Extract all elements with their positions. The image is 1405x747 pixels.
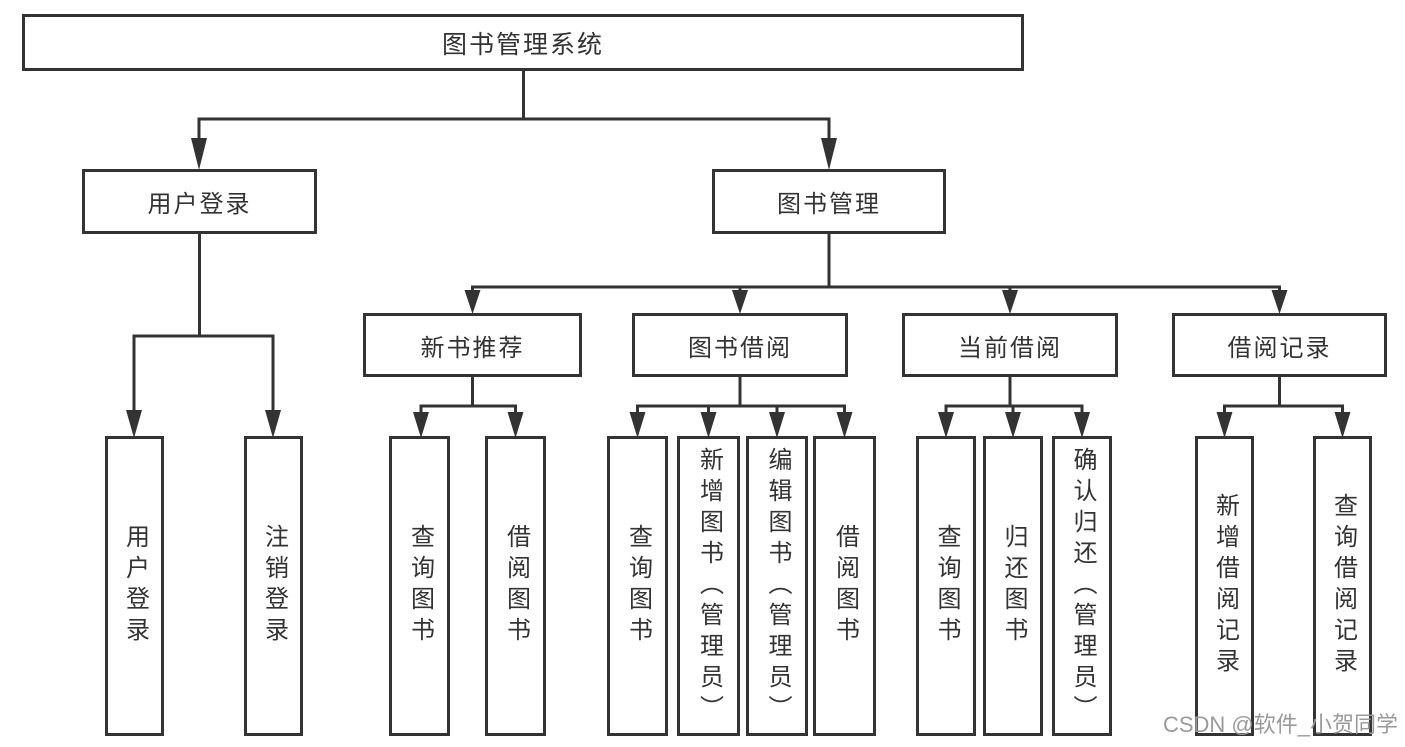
node-book-management-label: 图书管理 (777, 191, 881, 218)
leaf-query-books-current-label: 查询图书 (933, 524, 960, 648)
leaf-borrow-books-borrowing: 借阅图书 (813, 436, 876, 736)
leaf-query-borrow-record: 查询借阅记录 (1313, 436, 1372, 736)
node-current-borrowing: 当前借阅 (902, 313, 1118, 377)
node-root: 图书管理系统 (22, 14, 1024, 71)
leaf-return-books-label: 归还图书 (1000, 524, 1027, 648)
leaf-logout: 注销登录 (244, 436, 303, 736)
node-user-login: 用户登录 (82, 169, 317, 234)
node-new-book-recommendation: 新书推荐 (363, 313, 582, 377)
watermark: CSDN @软件_小贺同学 (1162, 712, 1398, 737)
leaf-user-login-label: 用户登录 (121, 524, 149, 648)
node-book-borrowing: 图书借阅 (632, 313, 848, 377)
node-root-label: 图书管理系统 (441, 30, 604, 59)
leaf-query-books-recommend: 查询图书 (389, 436, 450, 736)
node-new-book-recommendation-label: 新书推荐 (420, 334, 525, 362)
leaf-borrow-books-recommend: 借阅图书 (485, 436, 546, 736)
leaf-confirm-return-admin-label: 确认归还（管理员） (1069, 446, 1096, 726)
leaf-return-books: 归还图书 (983, 436, 1043, 736)
leaf-add-book-admin-label: 新增图书（管理员） (695, 446, 723, 726)
leaf-edit-book-admin: 编辑图书（管理员） (746, 436, 808, 736)
leaf-add-book-admin: 新增图书（管理员） (677, 436, 740, 736)
leaf-user-login: 用户登录 (105, 436, 164, 736)
node-borrowing-records-label: 借阅记录 (1227, 334, 1332, 362)
leaf-query-books-borrowing-label: 查询图书 (624, 524, 652, 648)
leaf-query-borrow-record-label: 查询借阅记录 (1329, 493, 1357, 679)
node-book-borrowing-label: 图书借阅 (688, 334, 792, 362)
leaf-borrow-books-borrowing-label: 借阅图书 (831, 524, 859, 648)
leaf-add-borrow-record: 新增借阅记录 (1195, 436, 1254, 736)
leaf-query-books-borrowing: 查询图书 (607, 436, 668, 736)
node-user-login-label: 用户登录 (147, 191, 252, 218)
node-borrowing-records: 借阅记录 (1172, 313, 1387, 377)
node-current-borrowing-label: 当前借阅 (958, 334, 1062, 362)
leaf-query-books-recommend-label: 查询图书 (406, 524, 434, 648)
leaf-add-borrow-record-label: 新增借阅记录 (1211, 493, 1239, 679)
node-book-management: 图书管理 (712, 169, 946, 234)
leaf-edit-book-admin-label: 编辑图书（管理员） (764, 446, 791, 726)
leaf-logout-label: 注销登录 (260, 524, 288, 648)
leaf-confirm-return-admin: 确认归还（管理员） (1052, 436, 1112, 736)
leaf-query-books-current: 查询图书 (916, 436, 976, 736)
leaf-borrow-books-recommend-label: 借阅图书 (502, 524, 530, 648)
